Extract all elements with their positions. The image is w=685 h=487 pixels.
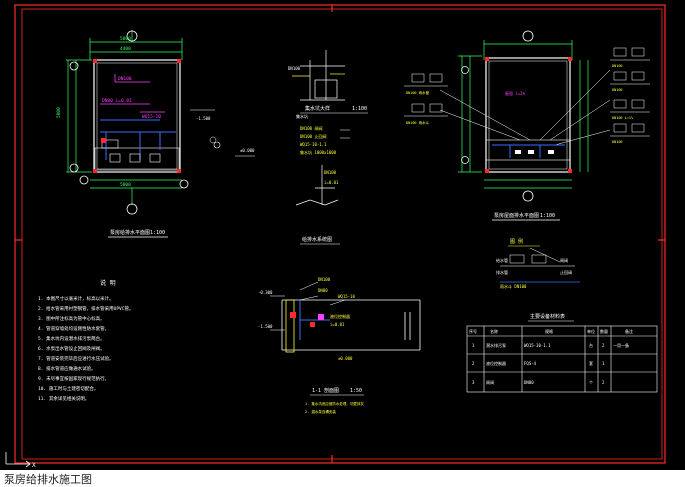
svg-text:2. 潜水泵自耦安装: 2. 潜水泵自耦安装 (305, 409, 336, 414)
legend-title: 图 例 (510, 238, 523, 245)
svg-text:-0.300: -0.300 (258, 290, 273, 295)
svg-text:DN100 雨水管: DN100 雨水管 (406, 90, 430, 95)
svg-text:-1.500: -1.500 (196, 116, 211, 121)
table-cell: 2 (602, 343, 605, 348)
svg-text:雨水斗 DN100: 雨水斗 DN100 (500, 283, 527, 289)
section-1-1: DN100 DN80 WQ15-10 液位控制器 i=0.01 ±0.000 -… (258, 277, 421, 414)
svg-text:DN100: DN100 (318, 277, 331, 282)
svg-text:1. 集水坑底应做防水处理，坑壁抹灰: 1. 集水坑底应做防水处理，坑壁抹灰 (305, 401, 364, 406)
table-header: 备注 (625, 328, 633, 334)
cad-drawing: DN100 DN80 i=0.01 WQ15-10 5000 4400 5000… (5, 4, 666, 469)
note-line: 10. 施工时与土建密切配合。 (38, 385, 98, 392)
table-header: 名称 (490, 328, 498, 334)
image-caption: 泵房给排水施工图 (4, 473, 92, 486)
note-line: 7. 管道安装完毕后应进行水压试验。 (38, 355, 114, 362)
svg-text:±0.000: ±0.000 (338, 356, 353, 361)
svg-text:止回阀: 止回阀 (560, 269, 572, 275)
roof-plan-scale: 1:100 (540, 213, 555, 219)
svg-text:DN80 i=0.01: DN80 i=0.01 (102, 98, 132, 104)
roof-plan: 屋面 i=1% DN100 雨水管 DN100 雨水斗 (404, 30, 650, 221)
pump-room-plan: DN100 DN80 i=0.01 WQ15-10 5000 4400 5000… (56, 30, 221, 238)
svg-text:-1.500: -1.500 (258, 324, 273, 329)
svg-text:屋面 i=1%: 屋面 i=1% (505, 90, 526, 96)
svg-text:DN100 止回阀: DN100 止回阀 (300, 133, 326, 139)
table-header: 单位 (587, 328, 595, 334)
note-line: 11. 其余详见相关说明。 (38, 395, 89, 402)
ucs-icon (5, 452, 31, 468)
svg-text:排水管: 排水管 (496, 269, 508, 275)
svg-text:i=0.01: i=0.01 (324, 180, 339, 185)
section-scale: 1:50 (350, 388, 362, 394)
svg-text:集水坑 1000x1000: 集水坑 1000x1000 (300, 149, 337, 155)
cad-viewport[interactable]: DN100 DN80 i=0.01 WQ15-10 5000 4400 5000… (0, 0, 685, 470)
svg-text:DN100: DN100 (118, 76, 132, 82)
svg-text:i=0.01: i=0.01 (330, 322, 345, 327)
svg-text:5000: 5000 (120, 182, 131, 188)
table-cell: 液位控制器 (486, 360, 506, 366)
svg-text:DN100: DN100 (612, 88, 623, 92)
svg-text:±0.000: ±0.000 (240, 148, 255, 153)
table-cell: 1 (602, 361, 605, 366)
note-line: 3. 图中所注标高为管中心标高。 (38, 315, 105, 322)
roof-plan-title: 泵房屋面排水平面图 (494, 212, 539, 219)
svg-text:DN100: DN100 (324, 170, 337, 175)
table-cell: 个 (589, 380, 593, 385)
svg-text:5800: 5800 (56, 107, 62, 118)
section-title: 1-1 剖面图 (312, 387, 339, 394)
sump-detail: DN100 集水坑 DN100 闸阀 DN100 止回阀 WQ15-10-1.1… (209, 50, 368, 157)
system-title: 给排水系统图 (302, 236, 332, 243)
svg-text:DN100 i=1%: DN100 i=1% (612, 116, 634, 120)
svg-text:闸阀: 闸阀 (560, 257, 568, 263)
plan-scale: 1:100 (150, 230, 165, 236)
table-header: 数量 (600, 328, 608, 334)
svg-text:集水坑: 集水坑 (296, 113, 308, 119)
notes-title: 说 明 (100, 279, 116, 287)
sheet-frame (14, 4, 666, 464)
table-title: 主要设备材料表 (530, 313, 565, 320)
table-cell: 套 (589, 360, 593, 366)
table-cell: WQ15-10-1.1 (524, 343, 551, 348)
detail-title: 集水坑大样 (305, 105, 330, 112)
note-line: 6. 水泵出水管设止回阀及闸阀。 (38, 345, 105, 352)
table-cell: 潜水排污泵 (486, 342, 506, 348)
table-header: 序号 (469, 328, 477, 334)
svg-text:DN100 雨水斗: DN100 雨水斗 (406, 120, 430, 125)
equipment-table: 主要设备材料表 序号 名称 规格 单位 数量 备注 1 潜水排污泵 WQ15-1… (466, 313, 658, 393)
plan-title: 泵房给排水平面图 (110, 229, 150, 236)
legend: 图 例 给水管 排水管 闸阀 止回阀 雨水斗 DN100 (496, 238, 580, 289)
note-line: 8. 排水管道应做通水试验。 (38, 365, 96, 372)
table-cell: 3 (472, 380, 475, 385)
system-diagram: DN100 i=0.01 给排水系统图 (295, 165, 340, 245)
svg-text:液位控制器: 液位控制器 (330, 313, 350, 319)
table-cell: 台 (589, 342, 593, 348)
svg-text:DN100: DN100 (288, 66, 301, 71)
table-cell: 闸阀 (486, 379, 494, 385)
svg-text:5000: 5000 (120, 36, 131, 42)
note-line: 4. 管道穿墙处均设刚性防水套管。 (38, 325, 109, 332)
svg-text:DN100 闸阀: DN100 闸阀 (300, 125, 322, 131)
table-cell: 一用一备 (613, 342, 629, 348)
svg-text:DN80: DN80 (318, 288, 328, 293)
table-cell: FQS-4 (524, 361, 537, 366)
svg-text:DN100: DN100 (612, 64, 623, 68)
svg-text:WQ15-10: WQ15-10 (142, 114, 161, 120)
table-cell: 2 (602, 380, 605, 385)
table-cell: DN80 (524, 380, 534, 385)
table-cell: 2 (472, 361, 475, 366)
notes-block: 说 明 1. 本图尺寸以毫米计，标高以米计。 2. 给水管采用衬塑钢管，排水管采… (38, 279, 133, 402)
ucs-axis-label: X (32, 462, 36, 469)
svg-text:给水管: 给水管 (496, 257, 508, 263)
svg-text:4400: 4400 (120, 46, 131, 52)
note-line: 2. 给水管采用衬塑钢管，排水管采用UPVC管。 (38, 305, 133, 312)
note-line: 1. 本图尺寸以毫米计，标高以米计。 (38, 295, 114, 302)
table-header: 规格 (545, 328, 553, 334)
svg-text:1:100: 1:100 (352, 106, 367, 112)
svg-text:WQ15-10: WQ15-10 (338, 294, 355, 299)
note-line: 9. 未尽事宜按国家现行规范执行。 (38, 375, 109, 382)
table-cell: 1 (472, 343, 475, 348)
svg-text:DN100: DN100 (612, 140, 623, 144)
svg-text:WQ15-10-1.1: WQ15-10-1.1 (300, 142, 327, 147)
note-line: 5. 集水坑内设潜水排污泵两台。 (38, 335, 105, 342)
